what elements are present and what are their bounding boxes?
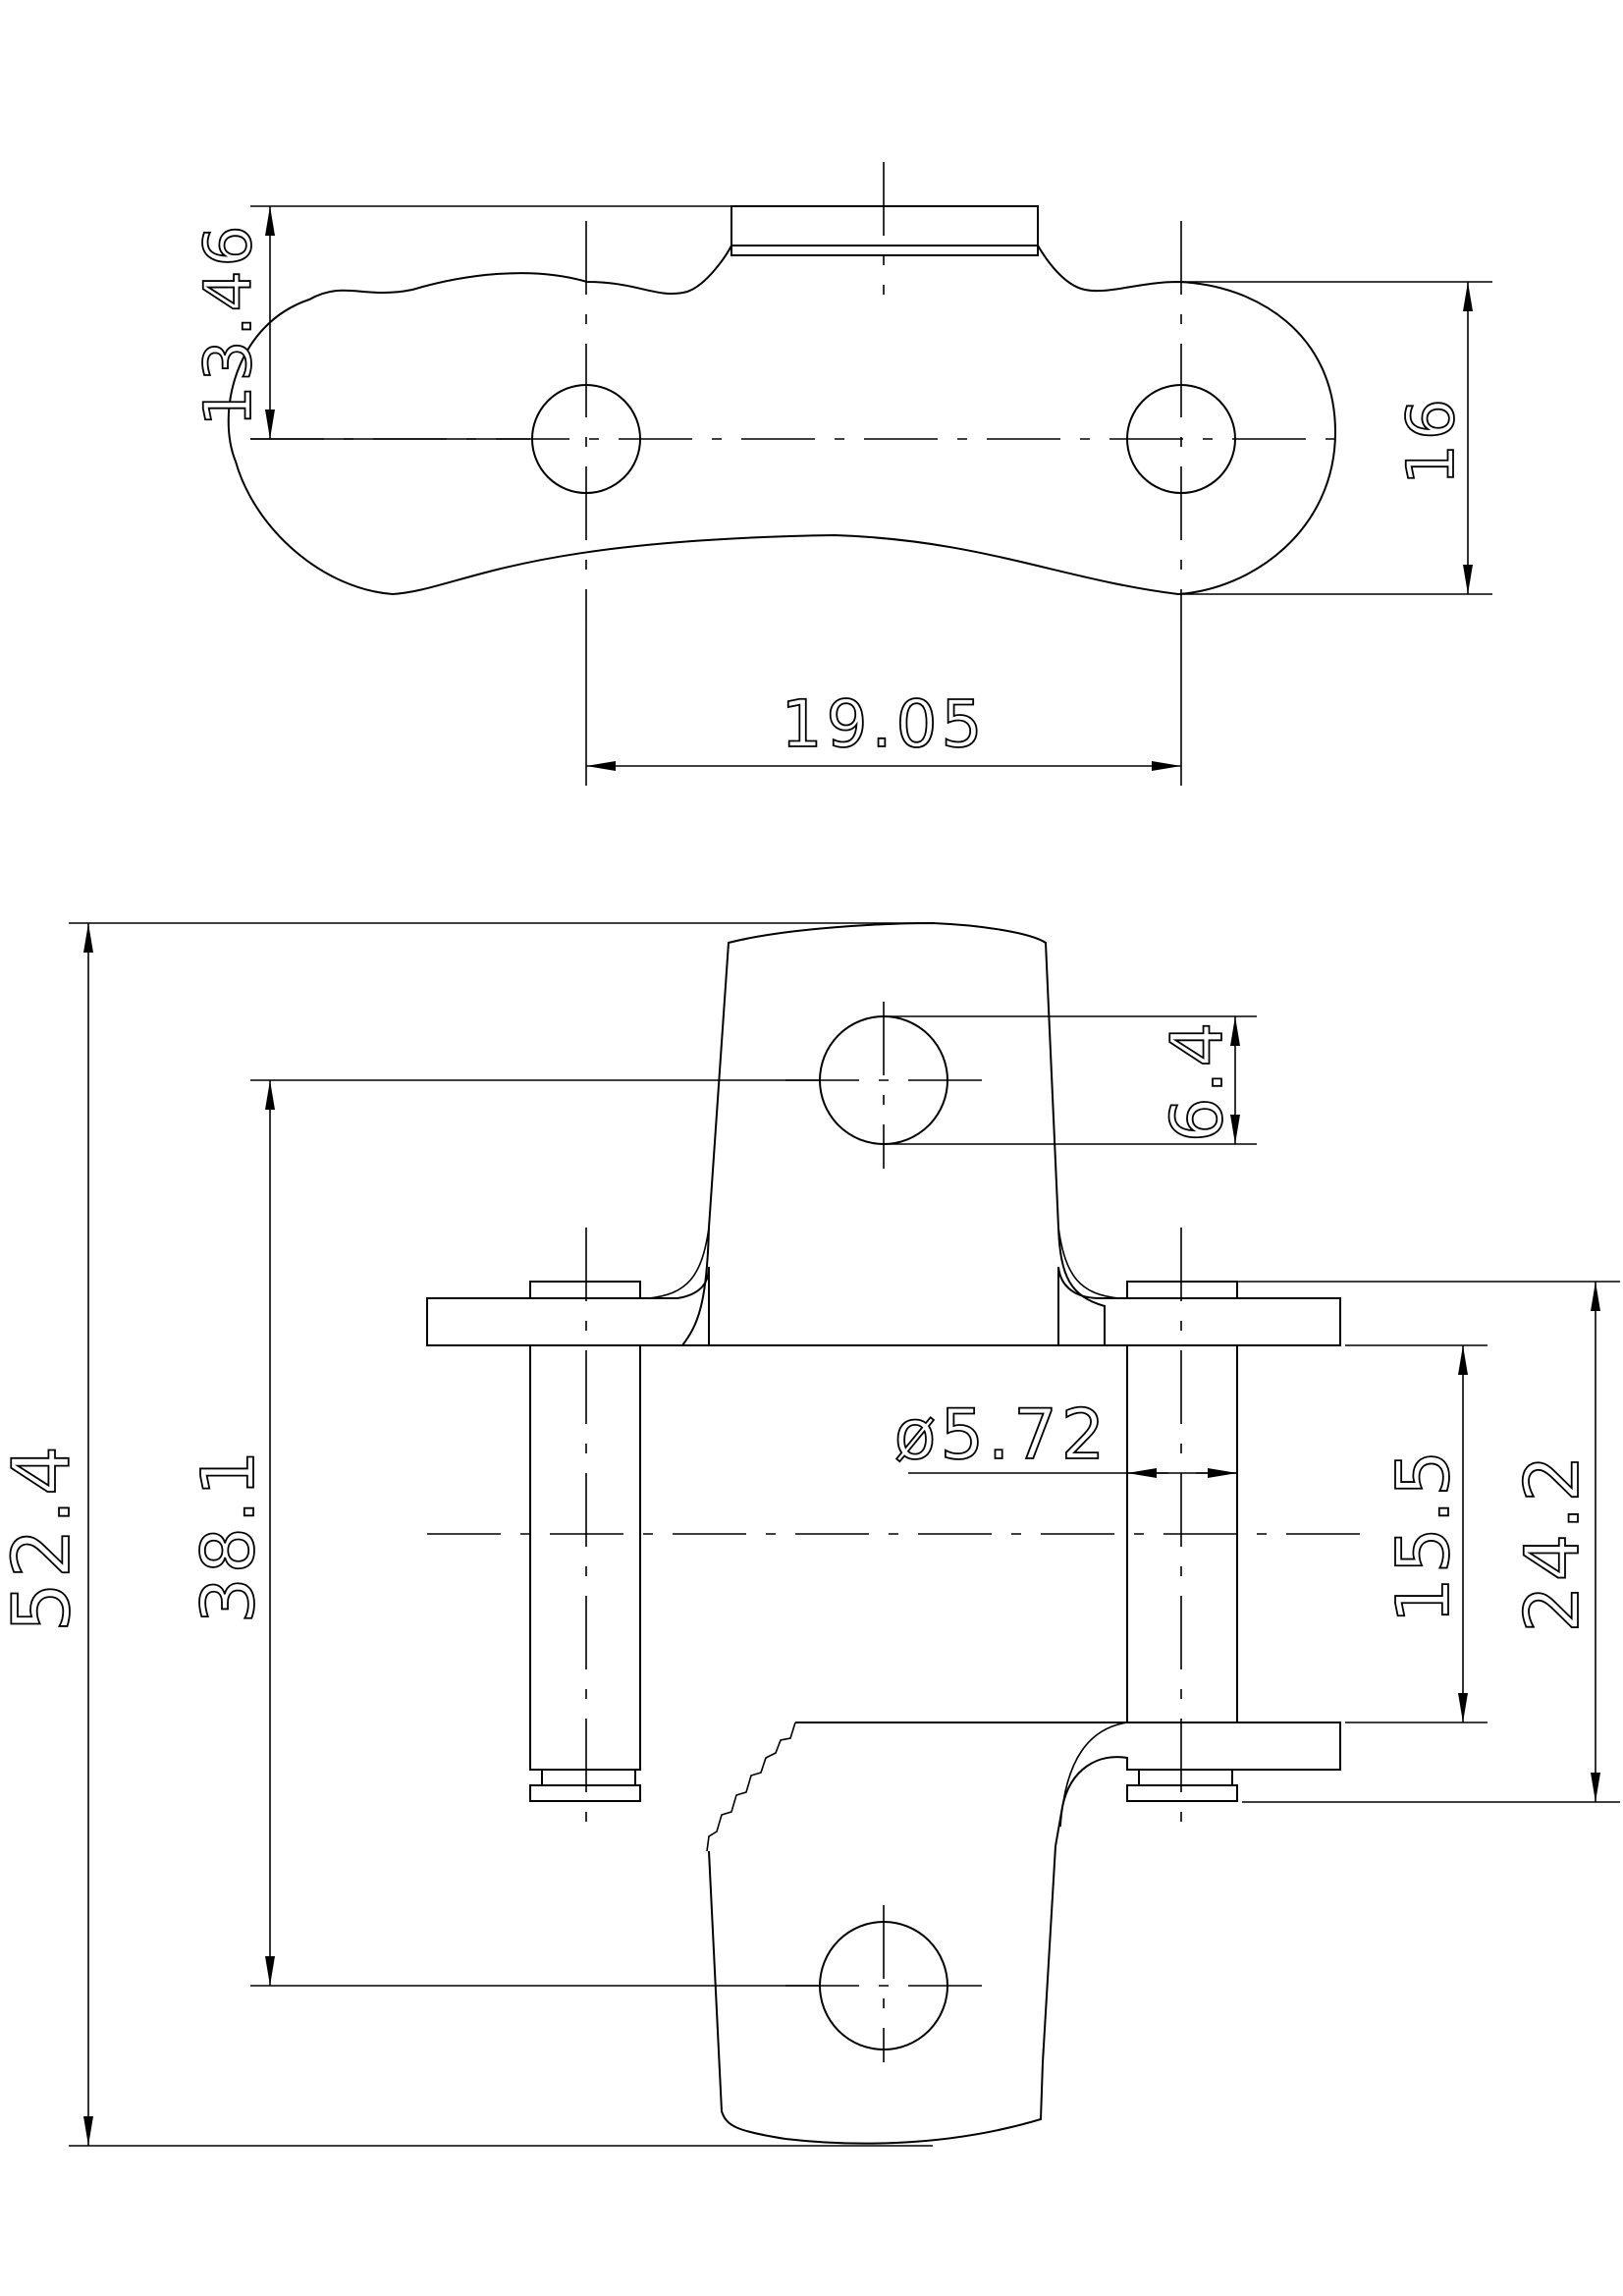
dim-5-72-label: ø5.72 (894, 1394, 1109, 1475)
side-lower-attachment-plate (708, 1845, 1056, 2145)
top-tab (730, 205, 1039, 256)
dim-15-5-label: 15.5 (1381, 1447, 1466, 1624)
dim-38-1-label: 38.1 (187, 1447, 271, 1624)
side-rivet-head-top-left (529, 1281, 641, 1299)
side-upper-horizontal-plate-right (1057, 1266, 1341, 1346)
top-view: 13.46 16 19.05 (189, 162, 1492, 786)
side-rivet-head-bottom-right-1 (1138, 1769, 1233, 1786)
side-pin-left (529, 1344, 641, 1771)
side-upper-attachment-plate (680, 921, 1106, 1346)
dim-6-4-label: 6.4 (1156, 1018, 1238, 1143)
side-rivet-head-top-right (1126, 1281, 1238, 1299)
side-rivet-head-bottom-left-2 (529, 1784, 641, 1802)
side-lower-horizontal-plate (795, 1722, 1341, 1847)
dim-13-46-label: 13.46 (190, 222, 266, 427)
side-rivet-head-bottom-left-1 (541, 1769, 636, 1786)
top-link-plate-outline (227, 245, 1337, 596)
side-lower-plate-fillet (1059, 1722, 1128, 1828)
side-upper-plate-fillet-right (1057, 1227, 1120, 1299)
side-lower-plate-break-edge (706, 1722, 796, 1852)
dim-16-label: 16 (1393, 395, 1469, 485)
dim-24-2-label: 24.2 (1508, 1450, 1596, 1632)
side-view: 52.4 38.1 6.4 ø5.72 15.5 24.2 (0, 921, 1620, 2147)
dim-52-4-label: 52.4 (0, 1442, 87, 1632)
side-upper-plate-fillet-left (647, 1227, 710, 1299)
dim-19-05-label: 19.05 (782, 686, 987, 762)
side-rivet-head-bottom-right-2 (1126, 1784, 1238, 1802)
side-upper-horizontal-plate (426, 1266, 710, 1346)
